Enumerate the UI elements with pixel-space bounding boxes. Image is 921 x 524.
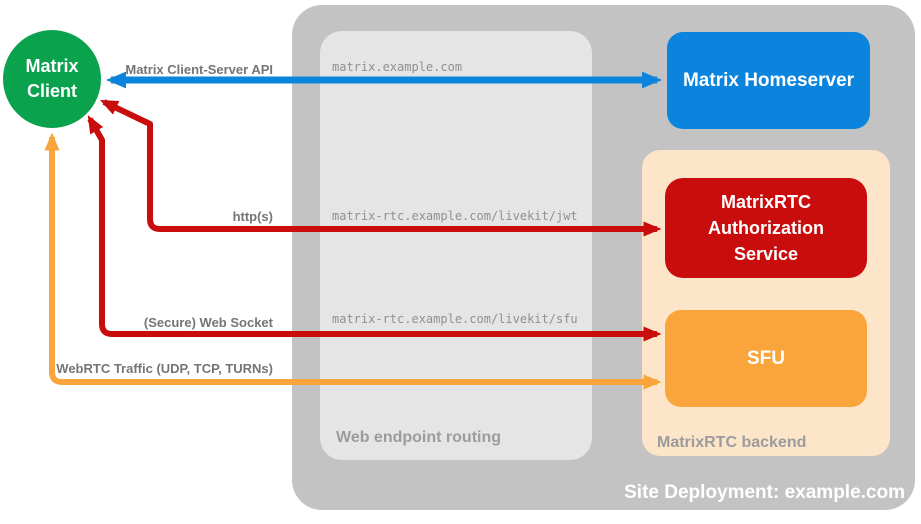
site-deployment-caption: Site Deployment: example.com [624,482,905,503]
matrix-client-label-line1: Matrix [25,56,79,76]
sfu-node: SFU [665,310,867,407]
connection-label-websocket: (Secure) Web Socket [143,315,273,330]
connection-label-https: http(s) [232,209,273,224]
web-endpoint-routing-caption: Web endpoint routing [336,429,502,446]
matrix-homeserver-node: Matrix Homeserver [667,32,870,129]
connection-label-client-server-api: Matrix Client-Server API [125,62,273,77]
connection-label-webrtc-traffic: WebRTC Traffic (UDP, TCP, TURNs) [56,361,273,376]
matrixrtc-authorization-service-label: MatrixRTC Authorization Service [708,192,824,264]
matrixrtc-backend-caption: MatrixRTC backend [657,434,807,451]
endpoint-url-homeserver: matrix.example.com [332,60,463,74]
sfu-label: SFU [747,347,785,369]
matrix-client-label-line2: Client [26,81,77,101]
matrix-homeserver-label: Matrix Homeserver [682,69,855,91]
matrix-client-node: Matrix Client [3,30,101,128]
endpoint-url-livekit-sfu: matrix-rtc.example.com/livekit/sfu [332,312,578,326]
endpoint-url-livekit-jwt: matrix-rtc.example.com/livekit/jwt [332,209,578,223]
matrixrtc-authorization-service-node: MatrixRTC Authorization Service [665,178,867,278]
web-endpoint-routing-container [320,31,592,460]
